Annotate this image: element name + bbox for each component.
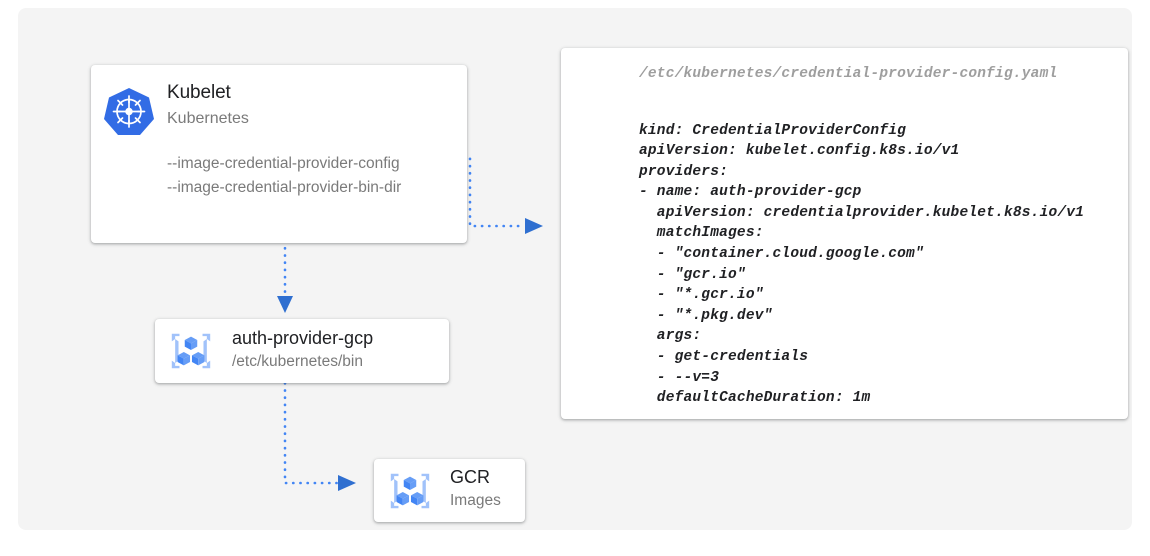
config-yaml-body: kind: CredentialProviderConfig apiVersio… bbox=[639, 122, 1085, 407]
kubelet-flag-bin-dir: --image-credential-provider-bin-dir bbox=[167, 179, 402, 196]
auth-provider-gcp-subtitle: /etc/kubernetes/bin bbox=[232, 353, 363, 370]
config-file-path: /etc/kubernetes/credential-provider-conf… bbox=[639, 66, 1058, 82]
kubelet-flag-config: --image-credential-provider-config bbox=[167, 155, 400, 172]
kubelet-subtitle: Kubernetes bbox=[167, 110, 249, 127]
gcr-subtitle: Images bbox=[450, 492, 501, 509]
kubernetes-logo-icon bbox=[104, 88, 154, 135]
gcr-card[interactable]: GCR Images bbox=[374, 459, 525, 522]
gcp-container-registry-icon bbox=[171, 333, 211, 369]
diagram-canvas: Kubelet Kubernetes --image-credential-pr… bbox=[18, 8, 1132, 530]
connector-auth-provider-to-gcr bbox=[283, 374, 356, 491]
kubelet-card[interactable]: Kubelet Kubernetes --image-credential-pr… bbox=[91, 65, 467, 243]
auth-provider-gcp-card[interactable]: auth-provider-gcp /etc/kubernetes/bin bbox=[155, 319, 449, 383]
kubelet-title: Kubelet bbox=[167, 82, 231, 103]
credential-provider-config-card[interactable]: /etc/kubernetes/credential-provider-conf… bbox=[561, 48, 1128, 419]
gcp-container-registry-icon bbox=[390, 473, 430, 509]
gcr-title: GCR bbox=[450, 467, 490, 487]
auth-provider-gcp-title: auth-provider-gcp bbox=[232, 328, 374, 348]
